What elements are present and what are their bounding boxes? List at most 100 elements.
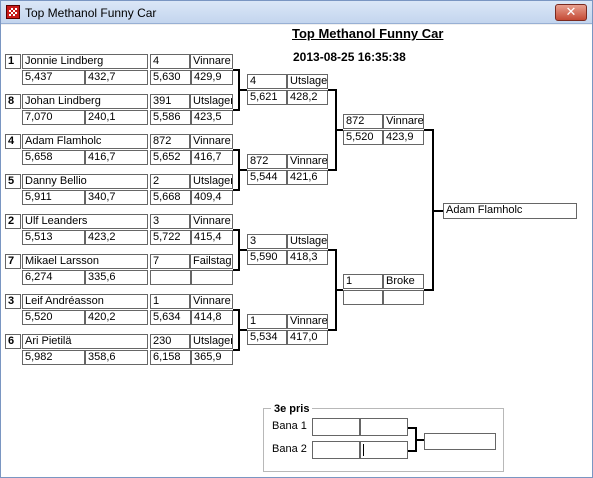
text-cursor: [363, 444, 364, 456]
car-number-field[interactable]: 1: [150, 294, 190, 309]
car-number-field[interactable]: 3: [247, 234, 287, 249]
round-et-field[interactable]: 5,590: [247, 250, 287, 265]
speed-field[interactable]: 423,2: [85, 230, 148, 245]
round-et-field[interactable]: 6,158: [150, 350, 191, 365]
connector-line: [424, 129, 433, 131]
driver-name-field[interactable]: Johan Lindberg: [22, 94, 148, 109]
result-field[interactable]: Utslagen: [190, 334, 233, 349]
result-field[interactable]: Vinnare: [287, 314, 328, 329]
result-field[interactable]: Vinnare: [190, 294, 233, 309]
speed-field[interactable]: 340,7: [85, 190, 148, 205]
car-number-field[interactable]: 4: [247, 74, 287, 89]
car-number-field[interactable]: 872: [247, 154, 287, 169]
round-speed-field[interactable]: 418,3: [287, 250, 328, 265]
et-field[interactable]: 7,070: [22, 110, 85, 125]
round-speed-field[interactable]: 423,5: [191, 110, 233, 125]
round-et-field[interactable]: 5,652: [150, 150, 191, 165]
close-icon: ✕: [565, 4, 577, 19]
speed-field[interactable]: 358,6: [85, 350, 148, 365]
third-place-label: 3e pris: [271, 403, 313, 415]
round-speed-field[interactable]: 421,6: [287, 170, 328, 185]
car-number-field[interactable]: 1: [247, 314, 287, 329]
et-field[interactable]: 5,520: [22, 310, 85, 325]
round-speed-field[interactable]: 414,8: [191, 310, 233, 325]
connector-line: [408, 427, 416, 429]
round-et-field[interactable]: 5,586: [150, 110, 191, 125]
result-field[interactable]: Vinnare: [383, 114, 424, 129]
result-field[interactable]: Vinnare: [287, 154, 328, 169]
et-field[interactable]: 6,274: [22, 270, 85, 285]
round-et-field[interactable]: 5,668: [150, 190, 191, 205]
car-number-field[interactable]: 230: [150, 334, 190, 349]
round-speed-field[interactable]: [383, 290, 424, 305]
round-speed-field[interactable]: 417,0: [287, 330, 328, 345]
third-place-result-field[interactable]: [424, 433, 496, 450]
connector-line: [328, 89, 336, 91]
car-number-field[interactable]: 4: [150, 54, 190, 69]
round-speed-field[interactable]: 365,9: [191, 350, 233, 365]
round-speed-field[interactable]: 409,4: [191, 190, 233, 205]
car-number-field[interactable]: 2: [150, 174, 190, 189]
result-field[interactable]: Vinnare: [190, 134, 233, 149]
result-field[interactable]: Utslagen: [287, 74, 328, 89]
car-number-field[interactable]: 391: [150, 94, 190, 109]
round-et-field[interactable]: 5,621: [247, 90, 287, 105]
seed-number: 7: [5, 254, 21, 269]
round-et-field[interactable]: 5,544: [247, 170, 287, 185]
driver-name-field[interactable]: Leif Andréasson: [22, 294, 148, 309]
winner-field[interactable]: Adam Flamholc: [443, 203, 577, 219]
round-et-field[interactable]: 5,534: [247, 330, 287, 345]
et-field[interactable]: 5,982: [22, 350, 85, 365]
lane-label: Bana 1: [272, 420, 307, 432]
car-number-field[interactable]: 872: [343, 114, 383, 129]
result-field[interactable]: Utslagen: [190, 94, 233, 109]
seed-number: 6: [5, 334, 21, 349]
connector-line: [233, 229, 239, 231]
round-speed-field[interactable]: [191, 270, 233, 285]
lane-speed-field[interactable]: [360, 418, 408, 436]
round-et-field[interactable]: 5,722: [150, 230, 191, 245]
lane-time-field[interactable]: [312, 418, 360, 436]
et-field[interactable]: 5,911: [22, 190, 85, 205]
et-field[interactable]: 5,437: [22, 70, 85, 85]
driver-name-field[interactable]: Jonnie Lindberg: [22, 54, 148, 69]
result-field[interactable]: Failstage: [190, 254, 233, 269]
round-speed-field[interactable]: 423,9: [383, 130, 424, 145]
close-button[interactable]: ✕: [555, 4, 587, 21]
speed-field[interactable]: 335,6: [85, 270, 148, 285]
round-speed-field[interactable]: 429,9: [191, 70, 233, 85]
lane-speed-field[interactable]: [360, 441, 408, 459]
car-number-field[interactable]: 1: [343, 274, 383, 289]
round-et-field[interactable]: 5,634: [150, 310, 191, 325]
round-speed-field[interactable]: 416,7: [191, 150, 233, 165]
connector-line: [233, 149, 239, 151]
result-field[interactable]: Vinnare: [190, 214, 233, 229]
car-number-field[interactable]: 3: [150, 214, 190, 229]
speed-field[interactable]: 432,7: [85, 70, 148, 85]
seed-number: 3: [5, 294, 21, 309]
driver-name-field[interactable]: Mikael Larsson: [22, 254, 148, 269]
result-field[interactable]: Vinnare: [190, 54, 233, 69]
driver-name-field[interactable]: Adam Flamholc: [22, 134, 148, 149]
result-field[interactable]: Broke: [383, 274, 424, 289]
car-number-field[interactable]: 7: [150, 254, 190, 269]
round-et-field[interactable]: 5,630: [150, 70, 191, 85]
round-et-field[interactable]: [150, 270, 191, 285]
round-speed-field[interactable]: 428,2: [287, 90, 328, 105]
driver-name-field[interactable]: Ulf Leanders: [22, 214, 148, 229]
et-field[interactable]: 5,658: [22, 150, 85, 165]
round-et-field[interactable]: [343, 290, 383, 305]
et-field[interactable]: 5,513: [22, 230, 85, 245]
speed-field[interactable]: 240,1: [85, 110, 148, 125]
result-field[interactable]: Utslagen: [190, 174, 233, 189]
speed-field[interactable]: 420,2: [85, 310, 148, 325]
round-et-field[interactable]: 5,520: [343, 130, 383, 145]
round-speed-field[interactable]: 415,4: [191, 230, 233, 245]
driver-name-field[interactable]: Ari Pietilä: [22, 334, 148, 349]
lane-time-field[interactable]: [312, 441, 360, 459]
connector-line: [238, 329, 247, 331]
speed-field[interactable]: 416,7: [85, 150, 148, 165]
driver-name-field[interactable]: Danny Bellio: [22, 174, 148, 189]
result-field[interactable]: Utslagen: [287, 234, 328, 249]
car-number-field[interactable]: 872: [150, 134, 190, 149]
